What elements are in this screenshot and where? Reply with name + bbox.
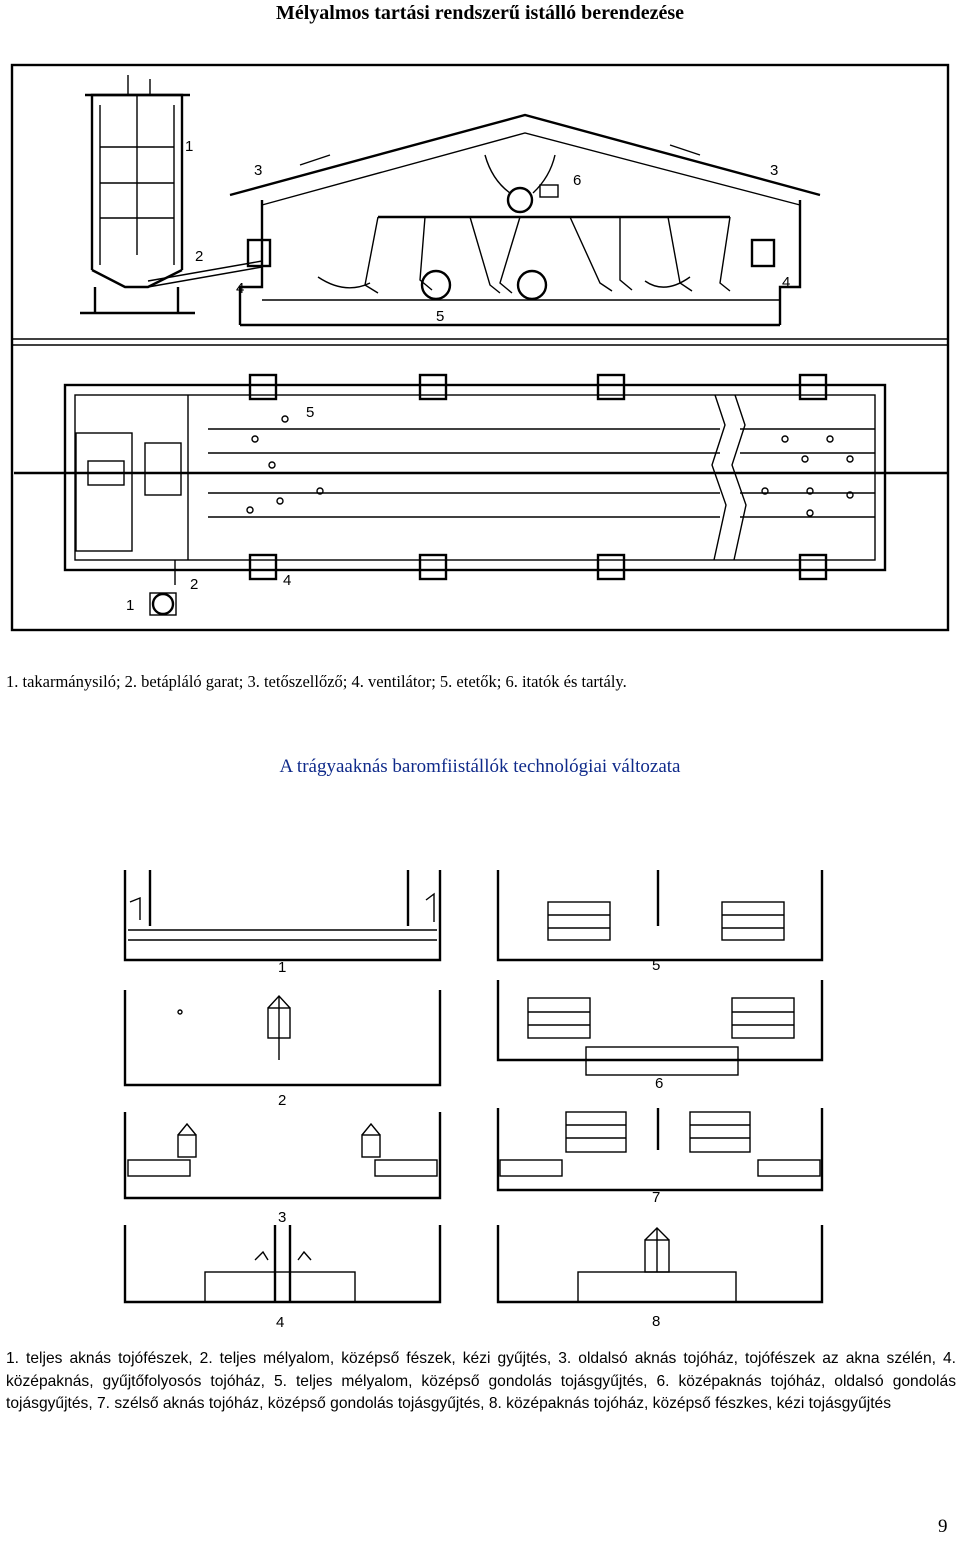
variant-label-7: 7 [652, 1189, 660, 1206]
section-label-2: 2 [195, 248, 203, 265]
figure-caption-2: 1. teljes aknás tojófészek, 2. teljes mé… [6, 1350, 956, 1412]
section-title: A trágyaaknás baromfiistállók technológi… [279, 756, 681, 777]
variant-label-5: 5 [652, 957, 660, 974]
variant-label-1: 1 [278, 959, 286, 976]
variant-5: 5 [496, 870, 824, 974]
variant-3: 3 [123, 1112, 442, 1226]
page-title: Mélyalmos tartási rendszerű istálló bere… [275, 2, 685, 24]
section-view: 1 2 3 3 4 4 5 6 [80, 75, 821, 327]
variant-2: 2 [123, 990, 442, 1109]
page-number: 9 [938, 1516, 948, 1537]
section-label-3a: 3 [254, 162, 262, 179]
variant-7: 7 [496, 1108, 824, 1206]
plan-view: 1 2 4 5 [14, 373, 948, 616]
variant-label-6: 6 [655, 1075, 663, 1092]
variant-label-3: 3 [278, 1209, 286, 1226]
variant-1: 1 [123, 870, 442, 976]
barn-diagram: 1 2 3 3 4 4 5 6 [10, 63, 950, 632]
variant-label-2: 2 [278, 1092, 286, 1109]
figure-caption-1: 1. takarmánysiló; 2. betápláló garat; 3.… [6, 672, 627, 691]
section-label-6: 6 [573, 172, 581, 189]
plan-label-4: 4 [283, 572, 291, 589]
variant-8: 8 [496, 1225, 824, 1330]
variant-label-8: 8 [652, 1313, 660, 1330]
variant-6: 6 [496, 980, 824, 1092]
section-label-1: 1 [185, 138, 193, 155]
variants-diagram: 1 2 3 4 5 [123, 870, 824, 1331]
section-label-5: 5 [436, 308, 444, 325]
variant-4: 4 [123, 1225, 442, 1331]
section-label-3b: 3 [770, 162, 778, 179]
plan-label-1: 1 [126, 597, 134, 614]
section-label-4b: 4 [782, 274, 790, 291]
section-label-4a: 4 [236, 280, 244, 297]
variant-label-4: 4 [276, 1314, 284, 1331]
plan-label-2: 2 [190, 576, 198, 593]
plan-label-5: 5 [306, 404, 314, 421]
